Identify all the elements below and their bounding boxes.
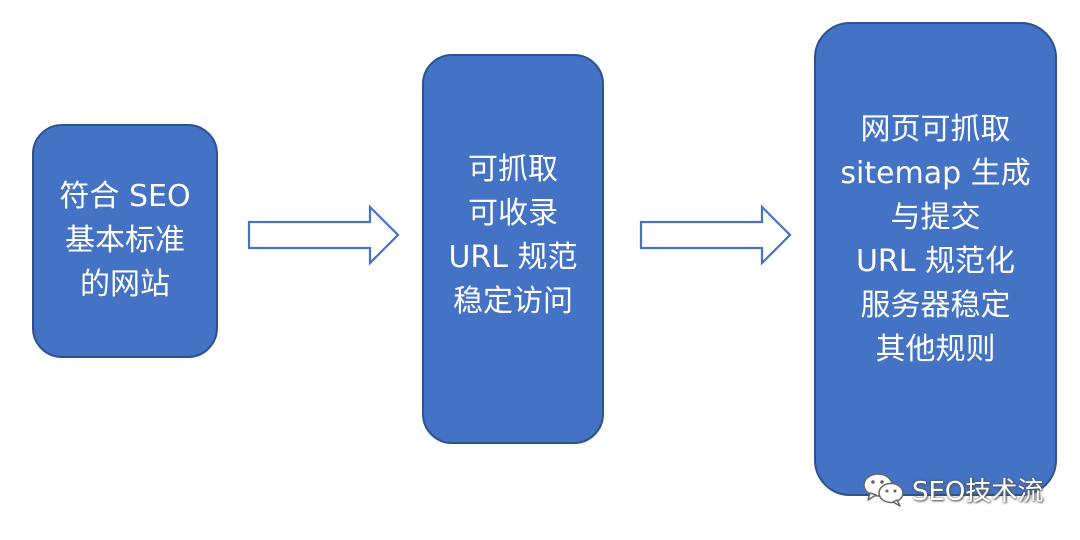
watermark: SEO技术流 — [862, 470, 1043, 508]
step-2-line-1: 可抓取 — [468, 152, 558, 187]
step-1-line-1: 符合 SEO — [59, 179, 191, 214]
arrow-right-icon — [639, 204, 792, 266]
watermark-text: SEO技术流 — [912, 476, 1044, 507]
step-1-box: 符合 SEO 基本标准 的网站 — [32, 124, 218, 358]
step-1-line-3: 的网站 — [80, 267, 170, 302]
step-3-line-3: 与提交 — [890, 200, 981, 235]
step-3-line-6: 其他规则 — [875, 332, 996, 367]
step-3-box: 网页可抓取 sitemap 生成 与提交 URL 规范化 服务器稳定 其他规则 — [814, 22, 1057, 496]
step-2-line-3: URL 规范 — [448, 240, 578, 275]
step-2-line-4: 稳定访问 — [453, 284, 573, 319]
step-3-line-1: 网页可抓取 — [860, 112, 1011, 147]
step-1-line-2: 基本标准 — [65, 223, 185, 258]
step-3-line-4: URL 规范化 — [855, 244, 1016, 279]
arrow-right-icon — [247, 204, 400, 266]
step-2-line-2: 可收录 — [468, 196, 558, 231]
step-2-box: 可抓取 可收录 URL 规范 稳定访问 — [422, 54, 604, 444]
step-3-line-2: sitemap 生成 — [840, 156, 1031, 191]
wechat-icon — [863, 473, 904, 507]
step-3-line-5: 服务器稳定 — [860, 288, 1011, 323]
